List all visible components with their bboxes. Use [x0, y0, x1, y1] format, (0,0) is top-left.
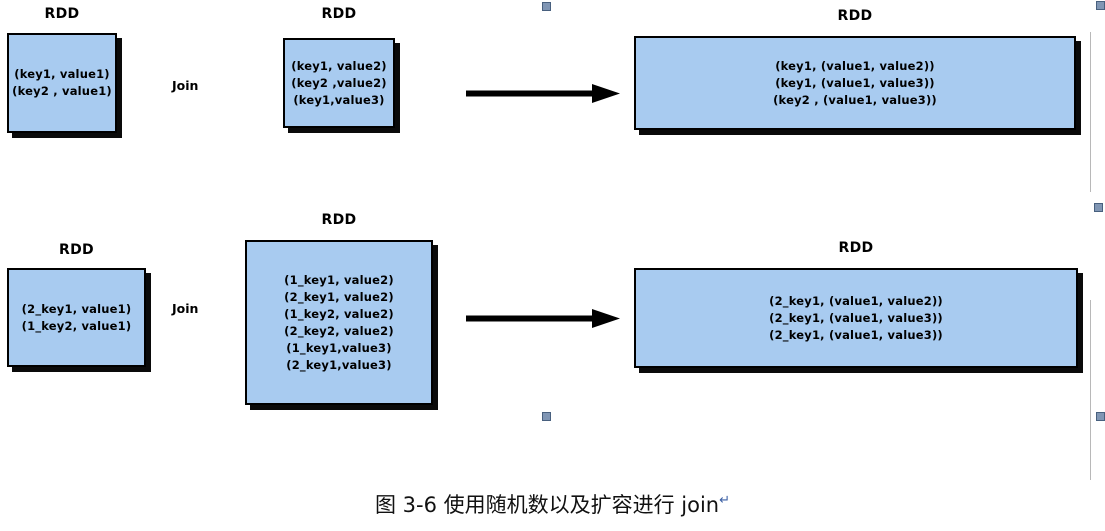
selection-handle-middle-right[interactable]	[1094, 203, 1103, 212]
rdd-line: (key1, value2)	[291, 58, 387, 73]
join-label-bottom: Join	[172, 301, 199, 316]
arrow-right-bottom	[464, 305, 624, 333]
rdd-line: (2_key1, value2)	[284, 289, 394, 304]
arrow-right-top	[464, 80, 624, 108]
rdd-line: (2_key1,value3)	[286, 357, 392, 372]
rdd-line: (key1, (value1, value2))	[775, 58, 935, 73]
rdd-box-top-middle-content: (key1, value2) (key2 ,value2) (key1,valu…	[291, 58, 387, 109]
rdd-box-bottom-middle[interactable]: (1_key1, value2) (2_key1, value2) (1_key…	[245, 240, 433, 405]
rdd-box-top-left-content: (key1, value1) (key2 , value1)	[12, 66, 112, 100]
join-label-top: Join	[172, 78, 199, 93]
arrow-right-icon	[466, 309, 620, 328]
page-edge-rule-top	[1090, 32, 1091, 192]
rdd-line: (1_key2, value2)	[284, 306, 394, 321]
rdd-box-top-right-content: (key1, (value1, value2)) (key1, (value1,…	[773, 58, 937, 109]
rdd-line: (2_key1, (value1, value3))	[769, 327, 943, 342]
arrow-right-icon	[466, 84, 620, 103]
rdd-line: (key1,value3)	[293, 92, 385, 107]
rdd-label-bottom-middle: RDD	[321, 212, 357, 228]
rdd-box-bottom-left[interactable]: (2_key1, value1) (1_key2, value1)	[7, 268, 146, 367]
rdd-box-bottom-right-content: (2_key1, (value1, value2)) (2_key1, (val…	[769, 293, 943, 344]
rdd-line: (key2 , (value1, value3))	[773, 92, 937, 107]
rdd-line: (1_key1, value2)	[284, 272, 394, 287]
rdd-box-bottom-middle-content: (1_key1, value2) (2_key1, value2) (1_key…	[284, 272, 394, 374]
rdd-label-bottom-right: RDD	[838, 240, 874, 256]
rdd-box-top-left[interactable]: (key1, value1) (key2 , value1)	[7, 33, 117, 133]
rdd-line: (2_key1, (value1, value3))	[769, 310, 943, 325]
page-edge-rule-bottom	[1090, 300, 1091, 480]
rdd-line: (key2 ,value2)	[291, 75, 387, 90]
rdd-line: (key1, value1)	[14, 67, 110, 81]
rdd-line: (key2 , value1)	[12, 84, 112, 98]
selection-handle-bottom-center[interactable]	[542, 412, 551, 421]
figure-caption: 图 3-6 使用随机数以及扩容进行 join↵	[0, 489, 1105, 519]
figure-caption-text: 图 3-6 使用随机数以及扩容进行 join	[374, 493, 720, 517]
rdd-box-top-right[interactable]: (key1, (value1, value2)) (key1, (value1,…	[634, 36, 1076, 130]
rdd-label-bottom-left: RDD	[59, 242, 94, 258]
rdd-line: (key1, (value1, value3))	[775, 75, 935, 90]
rdd-line: (2_key2, value2)	[284, 323, 394, 338]
rdd-label-top-middle: RDD	[321, 6, 357, 22]
selection-handle-bottom-right[interactable]	[1096, 412, 1105, 421]
rdd-label-top-left: RDD	[44, 6, 80, 22]
rdd-box-top-middle[interactable]: (key1, value2) (key2 ,value2) (key1,valu…	[283, 38, 395, 128]
rdd-box-bottom-left-content: (2_key1, value1) (1_key2, value1)	[22, 301, 132, 335]
selection-handle-top-right[interactable]	[1096, 1, 1105, 10]
rdd-line: (1_key2, value1)	[21, 318, 132, 333]
rdd-line: (1_key1,value3)	[286, 340, 392, 355]
rdd-box-bottom-right[interactable]: (2_key1, (value1, value2)) (2_key1, (val…	[634, 268, 1078, 368]
rdd-label-top-right: RDD	[837, 8, 873, 24]
rdd-line: (2_key1, (value1, value2))	[769, 293, 943, 308]
selection-handle-top-center[interactable]	[542, 2, 551, 11]
rdd-line: (2_key1, value1)	[21, 301, 132, 316]
paragraph-mark-icon: ↵	[719, 493, 731, 508]
